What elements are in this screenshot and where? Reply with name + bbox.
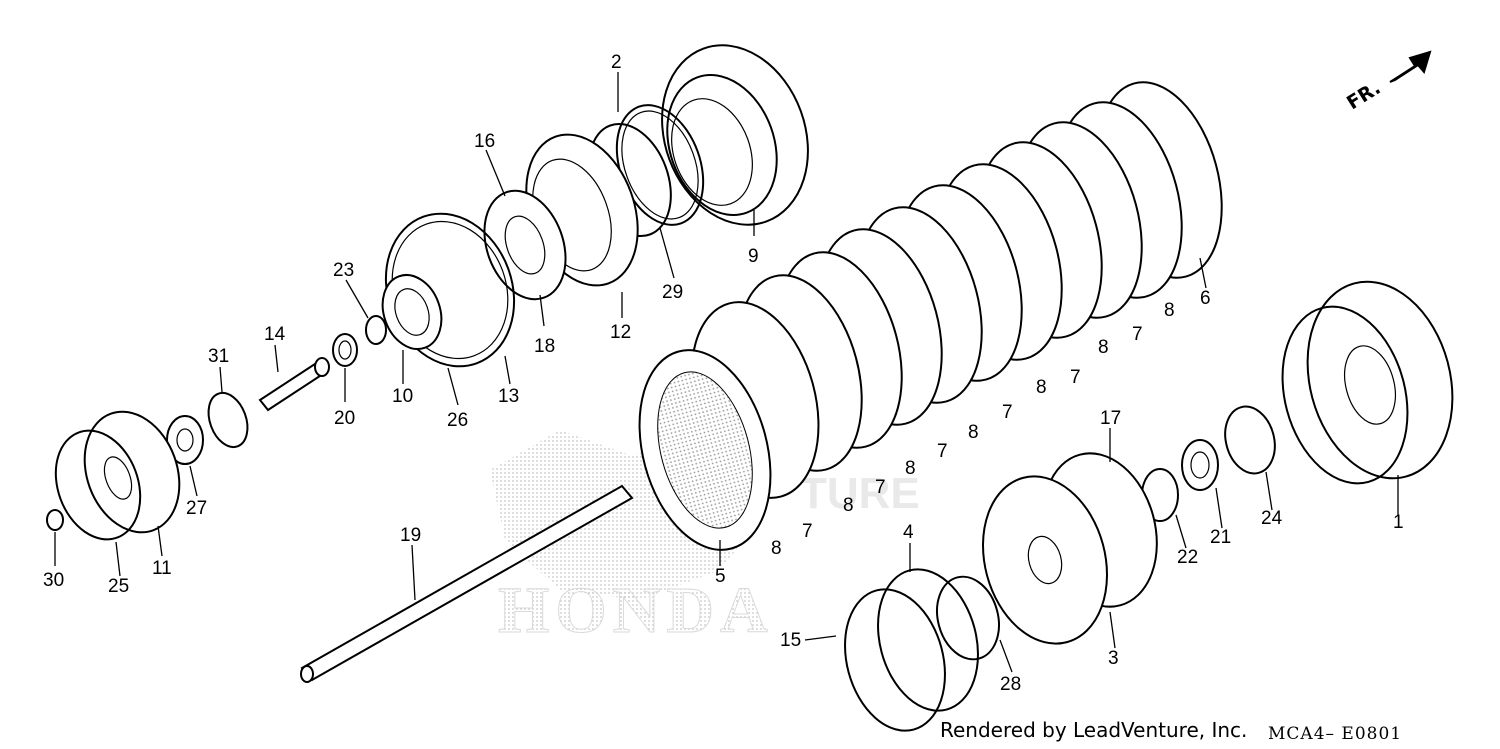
- callout-19: 19: [400, 525, 421, 546]
- part-10-hub: [381, 274, 443, 350]
- callout-27: 27: [186, 498, 207, 519]
- callout-10: 10: [392, 386, 413, 407]
- part-24-ring: [1224, 405, 1276, 475]
- callout-22: 22: [1177, 547, 1198, 568]
- part-3-clutch-hub: [982, 452, 1158, 645]
- part-1-clutch-drum: [1281, 280, 1454, 485]
- callout-7-f: 7: [1132, 324, 1143, 345]
- part-27-bearing: [166, 415, 204, 465]
- part-9-piston-drum: [661, 44, 809, 226]
- callout-7-b: 7: [875, 477, 886, 498]
- front-direction-indicator: FR.: [1343, 50, 1432, 114]
- part-4-seal-ring: [877, 568, 979, 712]
- callout-4: 4: [903, 522, 914, 543]
- callout-7-d: 7: [1002, 402, 1013, 423]
- callout-9: 9: [748, 246, 759, 267]
- callout-11: 11: [152, 558, 172, 579]
- callout-28: 28: [1000, 674, 1021, 695]
- part-23-washer: [365, 315, 387, 345]
- callout-7-a: 7: [802, 521, 813, 542]
- callout-12: 12: [610, 322, 631, 343]
- callout-2: 2: [611, 52, 622, 73]
- callout-7-e: 7: [1070, 367, 1081, 388]
- callout-8-c: 8: [905, 458, 916, 479]
- part-20-bearing: [332, 333, 358, 367]
- callout-8-e: 8: [1036, 377, 1047, 398]
- callout-24: 24: [1261, 508, 1283, 529]
- part-14-shaft: [258, 357, 330, 412]
- callout-8-d: 8: [968, 422, 979, 443]
- callout-30: 30: [43, 570, 64, 591]
- part-21-nut: [1181, 439, 1219, 491]
- callout-15: 15: [780, 630, 801, 651]
- part-31-snap-ring: [207, 391, 249, 449]
- callout-29: 29: [662, 282, 683, 303]
- front-arrow-icon: [1389, 50, 1432, 83]
- callout-31: 31: [208, 346, 229, 367]
- callout-3: 3: [1108, 648, 1119, 669]
- callout-8-b: 8: [843, 495, 854, 516]
- callout-7-c: 7: [937, 441, 948, 462]
- callout-25: 25: [108, 576, 129, 597]
- render-credit: Rendered by LeadVenture, Inc.: [940, 718, 1248, 742]
- part-15-seal-ring: [844, 588, 946, 732]
- callout-8-f: 8: [1098, 337, 1109, 358]
- callout-labels: 2 16 9 29 12 18 23 14 31 20 10 13 26 27 …: [43, 52, 1404, 695]
- callout-23: 23: [333, 260, 354, 281]
- part-30-nut: [46, 509, 64, 531]
- callout-8-g: 8: [1164, 300, 1175, 321]
- callout-5: 5: [715, 566, 726, 587]
- watermark-brand: HONDA: [498, 574, 774, 647]
- part-25-snap-ring: [54, 429, 142, 541]
- part-11-end-cover: [83, 410, 181, 534]
- diagram-code: MCA4– E0801: [1268, 724, 1403, 744]
- callout-21: 21: [1210, 527, 1231, 548]
- callout-13: 13: [498, 386, 519, 407]
- leader-lines: [54, 72, 1399, 673]
- part-19-shaft: [300, 484, 634, 683]
- watermark-tagline: TURE: [800, 469, 920, 518]
- callout-17: 17: [1100, 408, 1121, 429]
- front-direction-label: FR.: [1343, 77, 1384, 114]
- callout-16: 16: [474, 131, 495, 152]
- callout-8-a: 8: [771, 538, 782, 559]
- callout-20: 20: [334, 408, 355, 429]
- part-18-spring-retainer: [483, 189, 567, 301]
- callout-26: 26: [447, 410, 468, 431]
- callout-14: 14: [264, 324, 286, 345]
- callout-6: 6: [1200, 288, 1211, 309]
- clutch-plate-stack: [638, 81, 1223, 551]
- callout-18: 18: [534, 336, 555, 357]
- callout-1: 1: [1393, 512, 1404, 533]
